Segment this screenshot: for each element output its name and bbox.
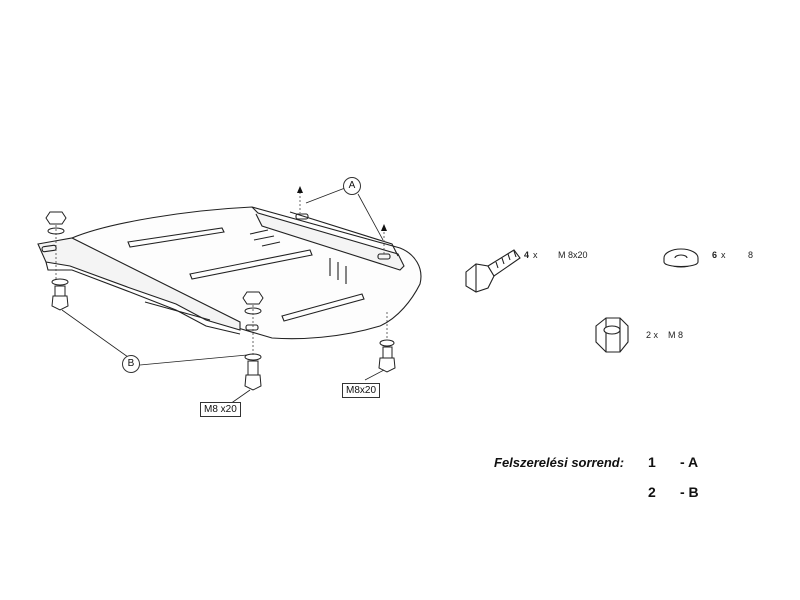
- nut-spec: M 8: [668, 330, 684, 340]
- washer-spec: 8: [748, 250, 754, 260]
- nut-qty: 2 x: [646, 330, 659, 340]
- bolt-icon: [465, 249, 521, 293]
- order-step-2-number: 2: [648, 484, 656, 500]
- washer-icon: [663, 248, 699, 268]
- bolt-x: x: [533, 250, 538, 260]
- bolt-qty: 4: [524, 250, 530, 260]
- leader-lines: [61, 187, 385, 405]
- arrow-icon: [297, 186, 387, 231]
- bolt-icon: [51, 278, 396, 391]
- order-step-1-tag: - A: [680, 454, 699, 470]
- bolt-label-center: M8 x20: [200, 402, 241, 417]
- alignment-lines: [55, 192, 388, 355]
- callout-a: A: [343, 177, 361, 195]
- callout-b: B: [122, 355, 140, 373]
- washer-qty: 6: [712, 250, 718, 260]
- bolt-spec: M 8x20: [558, 250, 588, 260]
- order-step-2-tag: - B: [680, 484, 699, 500]
- installation-order-title: Felszerelési sorrend:: [494, 455, 625, 470]
- plate-icon: [37, 206, 422, 340]
- washer-x: x: [721, 250, 726, 260]
- nut-icon: [595, 317, 629, 353]
- bolt-label-right: M8x20: [342, 383, 381, 398]
- order-step-1-number: 1: [648, 454, 656, 470]
